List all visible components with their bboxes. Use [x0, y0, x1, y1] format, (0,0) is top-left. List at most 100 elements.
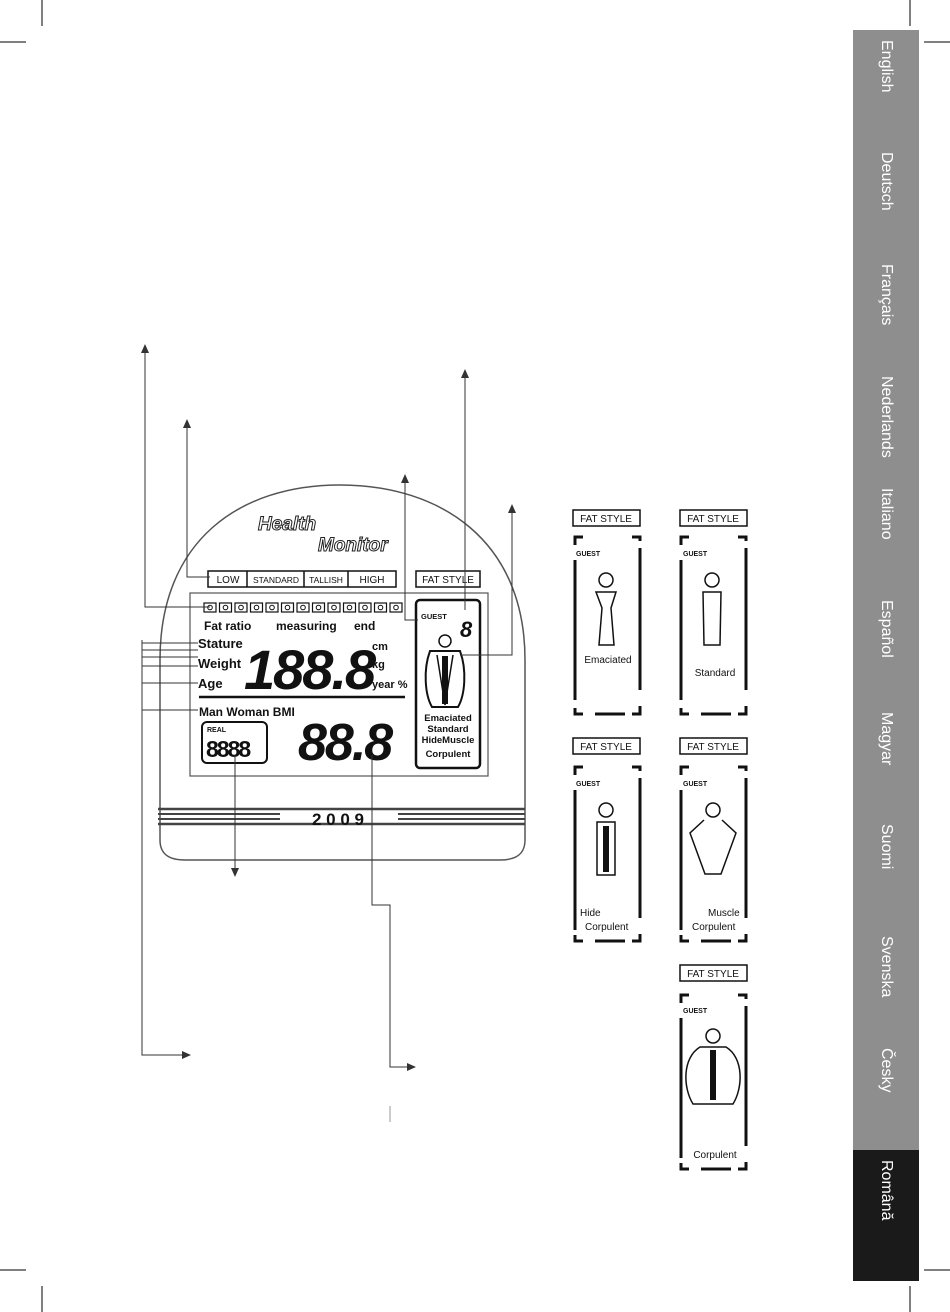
man-woman-bmi-label: Man Woman BMI [199, 705, 295, 719]
unit-year-pct: year % [372, 679, 408, 691]
tab-francais[interactable]: Français [853, 254, 919, 366]
tab-romana[interactable]: Română [853, 1150, 919, 1281]
tab-espanol[interactable]: Español [853, 590, 919, 702]
body-silhouette-icon [424, 634, 466, 708]
segment-indicator-dot [346, 604, 353, 611]
segment-indicator [280, 602, 295, 613]
fat-style-card-muscle-corpulent: FAT STYLE GUEST Muscle Corpulent [679, 737, 748, 943]
segment-indicator-dot [269, 604, 275, 611]
tab-label: Español [878, 600, 895, 658]
fat-style-card-corpulent: FAT STYLE GUEST Corpulent [679, 964, 748, 1171]
brand-health: Health [258, 514, 316, 535]
tab-english[interactable]: English [853, 30, 919, 142]
segment-indicator [265, 602, 279, 613]
card-guest: GUEST [683, 1008, 708, 1015]
scale-low: LOW [217, 575, 240, 586]
segment-indicator [296, 602, 310, 613]
standard-body-icon [702, 591, 722, 646]
scale-high: HIGH [360, 575, 385, 586]
style-hide-muscle: HideMuscle [422, 735, 475, 746]
tab-label: Français [878, 264, 895, 326]
tab-label: Nederlands [878, 376, 895, 458]
tab-deutsch[interactable]: Deutsch [853, 142, 919, 254]
style-emaciated: Emaciated [424, 713, 472, 724]
tab-italiano[interactable]: Italiano [853, 478, 919, 590]
fat-style-card-hide-corpulent: FAT STYLE GUEST Hide Corpulent [572, 737, 642, 943]
callout-lines [141, 350, 513, 1068]
real-digits: 8888 [206, 736, 251, 762]
segment-indicator-dot [377, 604, 384, 611]
language-sidebar [853, 30, 919, 1281]
card-caption: Corpulent [693, 1150, 737, 1161]
tab-label: Svenska [878, 936, 895, 998]
face-icon [705, 802, 721, 818]
callout-arrowheads [141, 344, 516, 1071]
segment-indicator [327, 602, 341, 613]
year-label: 2 0 0 9 [312, 810, 364, 829]
tab-suomi[interactable]: Suomi [853, 814, 919, 926]
tab-label: Česky [878, 1048, 895, 1093]
segment-indicator-dot [300, 604, 306, 611]
card-header: FAT STYLE [580, 742, 632, 753]
segment-indicator [311, 602, 326, 613]
segment-indicator [358, 602, 372, 613]
tab-label: Deutsch [878, 152, 895, 211]
brand-monitor: Monitor [318, 535, 389, 556]
card-guest: GUEST [576, 781, 601, 788]
fat-ratio-label: Fat ratio [204, 619, 251, 633]
tab-label: Română [878, 1160, 895, 1221]
segment-indicator-dot [238, 604, 244, 611]
tab-label: Italiano [878, 488, 895, 540]
unit-kg: kg [372, 659, 385, 671]
segment-indicator-row [203, 602, 403, 613]
card-caption-2: Corpulent [692, 922, 736, 933]
end-label: end [354, 619, 375, 633]
fat-style-card-standard: FAT STYLE GUEST Standard [679, 509, 748, 716]
fat-style-header: FAT STYLE [422, 575, 474, 586]
segment-indicator-dot [284, 604, 291, 611]
segment-indicator-dot [253, 604, 260, 611]
card-guest: GUEST [576, 551, 601, 558]
card-caption: Muscle [708, 908, 740, 919]
stature-label: Stature [198, 636, 243, 651]
scale-body-outline [159, 484, 526, 861]
card-caption: Standard [695, 668, 736, 679]
card-header: FAT STYLE [687, 742, 739, 753]
corpulent-body-icon [685, 1046, 741, 1105]
segment-indicator-dot [331, 604, 337, 611]
tab-svenska[interactable]: Svenska [853, 926, 919, 1038]
segment-indicator-dot [315, 604, 322, 611]
muscle-body-icon [689, 819, 737, 875]
measuring-label: measuring [276, 619, 337, 633]
fat-style-header-box [415, 570, 481, 588]
segment-indicator-dot [393, 604, 399, 611]
tab-label: Magyar [878, 712, 895, 766]
face-icon [598, 802, 614, 818]
guest-panel [414, 598, 482, 770]
face-icon [598, 572, 614, 588]
fat-scale-bar: LOW STANDARD TALLISH HIGH [207, 570, 397, 588]
segment-indicator [218, 602, 233, 613]
segment-indicator-dot [362, 604, 368, 611]
style-standard: Standard [427, 724, 468, 735]
hide-body-icon [596, 821, 616, 876]
segment-indicator [249, 602, 264, 613]
scale-tallish: TALLISH [309, 575, 343, 585]
year-band [158, 807, 525, 826]
guest-digit: 8 [460, 617, 473, 642]
face-icon [704, 572, 720, 588]
tab-nederlands[interactable]: Nederlands [853, 366, 919, 478]
weight-label: Weight [198, 656, 242, 671]
scale-standard: STANDARD [253, 575, 299, 585]
card-guest: GUEST [683, 551, 708, 558]
tab-label: English [878, 40, 895, 93]
card-caption-2: Corpulent [585, 922, 629, 933]
fat-style-cards: FAT STYLE GUEST Emaciated FAT STYLE GUES… [572, 509, 748, 1171]
tab-magyar[interactable]: Magyar [853, 702, 919, 814]
tab-cesky[interactable]: Česky [853, 1038, 919, 1150]
guest-label: GUEST [421, 612, 447, 621]
lower-digits: 88.8 [298, 714, 393, 772]
segment-indicator [234, 602, 248, 613]
face-icon [705, 1028, 721, 1044]
